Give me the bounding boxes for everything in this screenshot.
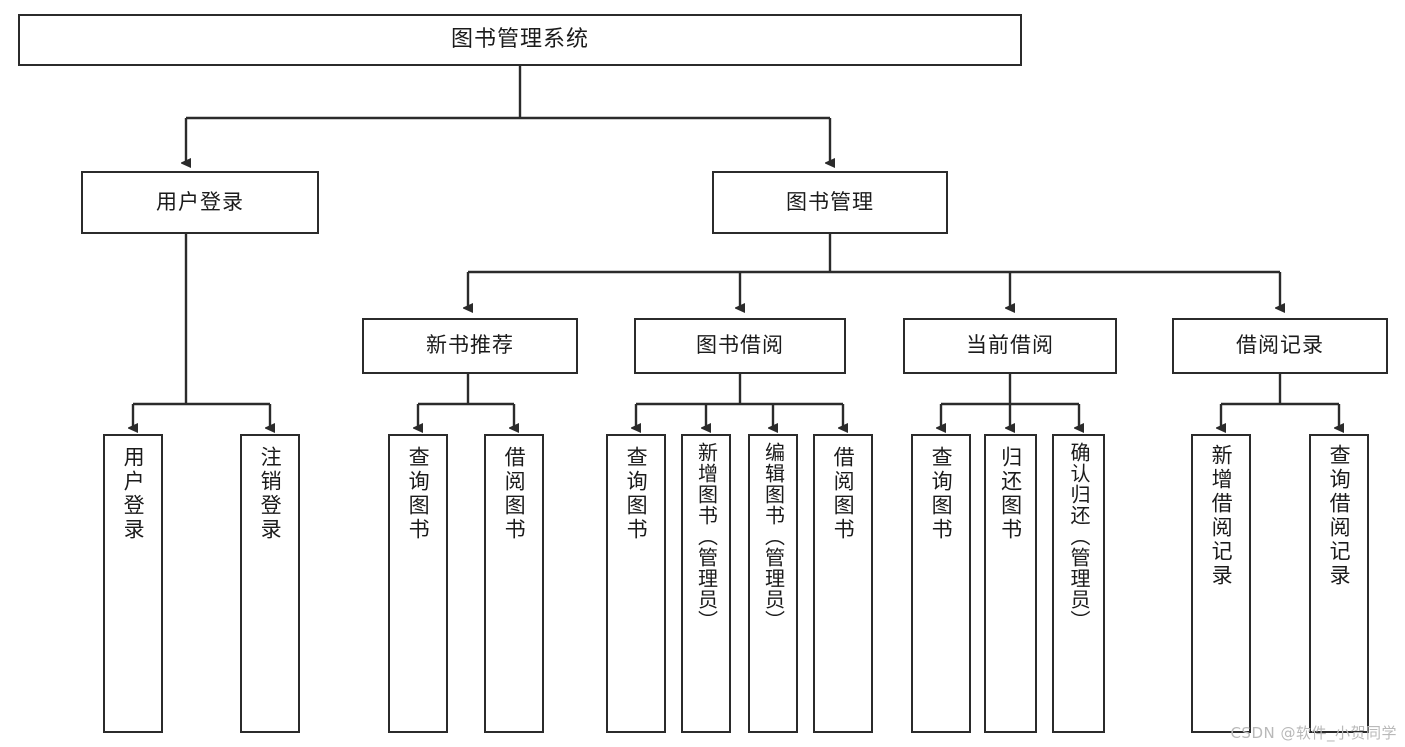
node-new-book-recommend[interactable]: 新书推荐 (362, 318, 578, 374)
leaf-label: 新增图书（管理员） (694, 442, 719, 631)
leaf-label: 新增借阅记录 (1209, 444, 1234, 588)
node-user-login[interactable]: 用户登录 (81, 171, 319, 234)
leaf-current-query-book[interactable]: 查询图书 (911, 434, 971, 733)
node-book-management[interactable]: 图书管理 (712, 171, 948, 234)
node-root-system[interactable]: 图书管理系统 (18, 14, 1022, 66)
node-label: 用户登录 (156, 189, 244, 214)
leaf-borrow-query-book[interactable]: 查询图书 (606, 434, 666, 733)
leaf-user-login[interactable]: 用户登录 (103, 434, 163, 733)
leaf-label: 借阅图书 (831, 446, 856, 542)
leaf-label: 用户登录 (121, 446, 146, 542)
node-label: 图书管理系统 (450, 26, 589, 52)
node-borrow-record[interactable]: 借阅记录 (1172, 318, 1388, 374)
node-label: 图书借阅 (696, 333, 784, 358)
leaf-label: 归还图书 (998, 446, 1023, 542)
leaf-borrow-borrow-book[interactable]: 借阅图书 (813, 434, 873, 733)
csdn-watermark: CSDN @软件_小贺同学 (1230, 724, 1397, 742)
leaf-borrow-add-book-admin[interactable]: 新增图书（管理员） (681, 434, 731, 733)
leaf-record-add-record[interactable]: 新增借阅记录 (1191, 434, 1251, 733)
node-label: 当前借阅 (966, 333, 1054, 358)
leaf-current-return-book[interactable]: 归还图书 (984, 434, 1037, 733)
node-label: 借阅记录 (1236, 333, 1324, 358)
node-label: 图书管理 (786, 189, 874, 214)
leaf-label: 注销登录 (258, 446, 283, 542)
leaf-user-logout[interactable]: 注销登录 (240, 434, 300, 733)
leaf-label: 查询图书 (624, 446, 649, 542)
node-label: 新书推荐 (426, 333, 514, 358)
leaf-label: 借阅图书 (502, 446, 527, 542)
node-book-borrow[interactable]: 图书借阅 (634, 318, 846, 374)
leaf-current-confirm-return-admin[interactable]: 确认归还（管理员） (1052, 434, 1105, 733)
leaf-recommend-query-book[interactable]: 查询图书 (388, 434, 448, 733)
leaf-label: 确认归还（管理员） (1067, 442, 1091, 631)
leaf-borrow-edit-book-admin[interactable]: 编辑图书（管理员） (748, 434, 798, 733)
leaf-record-query-record[interactable]: 查询借阅记录 (1309, 434, 1369, 733)
leaf-label: 查询借阅记录 (1327, 444, 1352, 588)
leaf-label: 编辑图书（管理员） (761, 442, 786, 631)
leaf-label: 查询图书 (406, 446, 431, 542)
leaf-label: 查询图书 (929, 446, 954, 542)
node-current-borrow[interactable]: 当前借阅 (903, 318, 1117, 374)
leaf-recommend-borrow-book[interactable]: 借阅图书 (484, 434, 544, 733)
